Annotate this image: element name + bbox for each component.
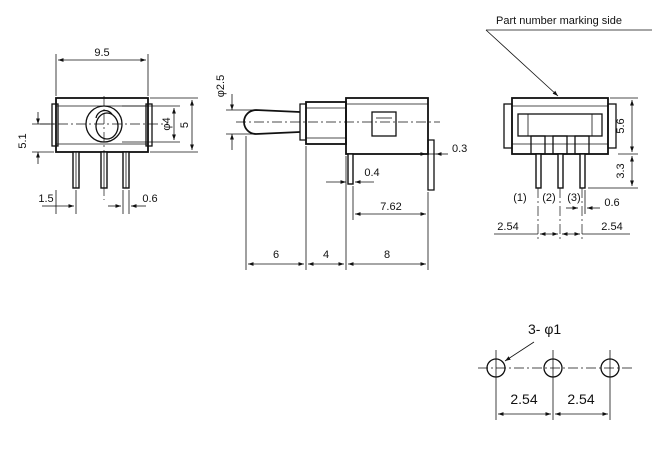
dim-front-height-right: 5 xyxy=(179,122,191,128)
dim-front-height-left: 5.1 xyxy=(17,133,29,148)
front-view: 9.5 5.1 5 φ4 1.5 0.6 xyxy=(17,47,198,214)
dim-lever-length: 6 xyxy=(273,249,279,261)
dim-front-pin-width: 0.6 xyxy=(142,193,157,205)
pin-label-2: (2) xyxy=(542,192,555,204)
dim-rear-pin-width: 0.6 xyxy=(604,197,619,209)
pin-label-3: (3) xyxy=(567,192,580,204)
dim-pcb-pitch-left: 2.54 xyxy=(510,391,537,407)
dim-body-length: 8 xyxy=(384,249,390,261)
dim-lever-dia: φ2.5 xyxy=(215,75,227,97)
pin-label-1: (1) xyxy=(513,192,526,204)
pcb-hole-label: 3- φ1 xyxy=(528,321,561,337)
dim-rear-height: 5.6 xyxy=(615,118,627,133)
dim-front-width: 9.5 xyxy=(94,47,109,59)
front-pins xyxy=(72,151,130,189)
dim-front-pin-offset: 1.5 xyxy=(38,193,53,205)
pcb-layout: 3- φ1 2.54 2.54 xyxy=(478,321,632,420)
dim-rear-pin-length: 3.3 xyxy=(615,163,627,178)
rear-view: Part number marking side (1) (2) (3) 5.6 xyxy=(485,15,652,240)
dim-bracket-thickness: 0.3 xyxy=(452,143,467,155)
dim-pcb-pitch-right: 2.54 xyxy=(567,391,594,407)
dim-pin-pitch-total: 7.62 xyxy=(380,201,401,213)
marking-side-note: Part number marking side xyxy=(496,15,622,27)
dim-bushing-length: 4 xyxy=(323,249,329,261)
dim-pin-thickness: 0.4 xyxy=(364,167,379,179)
side-view: φ2.5 6 4 8 7.62 0.4 0.3 xyxy=(215,75,467,270)
dim-rear-pitch-right: 2.54 xyxy=(601,221,622,233)
dim-actuator-dia: φ4 xyxy=(161,117,173,130)
dim-rear-pitch-left: 2.54 xyxy=(497,221,518,233)
